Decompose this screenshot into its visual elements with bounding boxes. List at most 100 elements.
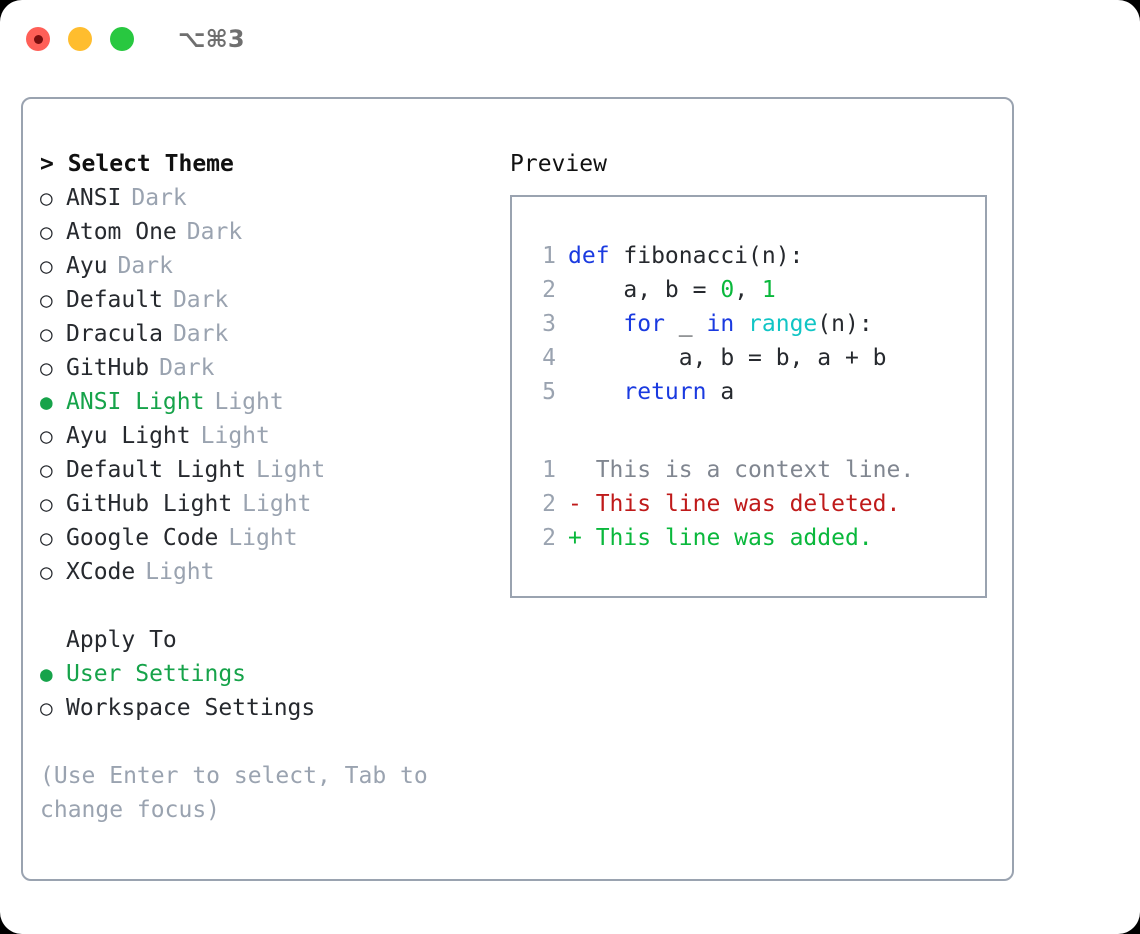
code-token: range (748, 311, 818, 337)
code-token: , (734, 277, 762, 303)
radio-unselected-icon: ○ (40, 492, 53, 516)
maximize-window-button[interactable] (110, 27, 134, 51)
spacer (40, 725, 510, 759)
apply-to-item[interactable]: ●User Settings (40, 657, 510, 691)
code-line: 2 a, b = 0, 1 (530, 273, 985, 307)
apply-to-label: Apply To (66, 627, 177, 653)
theme-variant-badge: Light (145, 559, 215, 585)
code-token (568, 379, 623, 405)
theme-name: Dracula (66, 321, 163, 347)
preview-header: Preview (510, 151, 607, 177)
code-token: _ (664, 311, 707, 337)
line-number: 2 (542, 277, 556, 303)
diff-sign: + (568, 525, 582, 551)
line-number: 1 (542, 243, 556, 269)
code-token: (n): (817, 311, 873, 337)
code-token: a, b = (568, 277, 721, 303)
minimize-window-button[interactable] (68, 27, 92, 51)
line-number: 4 (542, 345, 556, 371)
code-token: in (706, 311, 735, 337)
theme-variant-badge: Dark (186, 219, 243, 245)
theme-name: XCode (66, 559, 136, 585)
radio-unselected-icon: ○ (40, 322, 53, 346)
radio-unselected-icon: ○ (40, 254, 53, 278)
theme-variant-badge: Dark (172, 321, 229, 347)
code-token: fibonacci(n): (623, 243, 804, 269)
diff-sample: 1 This is a context line.2- This line wa… (530, 453, 985, 555)
code-token (734, 311, 748, 337)
code-token: 1 (761, 277, 776, 303)
spacer (530, 409, 985, 453)
code-line: 1 def fibonacci(n): (530, 239, 985, 273)
theme-list-item[interactable]: ○ Dracula Dark (40, 317, 510, 351)
theme-name: Google Code (66, 525, 219, 551)
window-controls (26, 27, 134, 51)
close-icon (33, 34, 43, 44)
diff-line: 2- This line was deleted. (530, 487, 985, 521)
code-token: for (623, 311, 665, 337)
radio-unselected-icon: ○ (40, 220, 53, 244)
theme-list-item[interactable]: ○ GitHub Light Light (40, 487, 510, 521)
theme-name: GitHub Light (66, 491, 233, 517)
line-number: 3 (542, 311, 556, 337)
theme-variant-badge: Dark (117, 253, 173, 279)
line-number: 1 (542, 457, 556, 483)
apply-to-list[interactable]: ●User Settings ○ Workspace Settings (40, 657, 510, 725)
code-token: def (568, 243, 624, 269)
code-token: a (706, 379, 735, 405)
code-token (568, 311, 623, 337)
diff-text: This line was deleted. (581, 491, 901, 517)
apply-to-name: User Settings (66, 661, 247, 687)
code-line: 3 for _ in range(n): (530, 307, 985, 341)
spacer (40, 589, 510, 623)
select-theme-header: > Select Theme (40, 151, 234, 177)
radio-unselected-icon: ○ (40, 356, 53, 380)
keyboard-shortcut-label: ⌥⌘3 (178, 25, 245, 53)
theme-variant-badge: Dark (131, 185, 187, 211)
theme-list-item[interactable]: ○ Ayu Light Light (40, 419, 510, 453)
theme-list-item[interactable]: ● ANSI Light Light (40, 385, 510, 419)
theme-name: Ayu Light (66, 423, 191, 449)
theme-name: Default Light (66, 457, 247, 483)
apply-to-item[interactable]: ○ Workspace Settings (40, 691, 510, 725)
theme-name: Default (66, 287, 163, 313)
theme-variant-badge: Light (214, 389, 284, 415)
theme-variant-badge: Light (200, 423, 270, 449)
theme-variant-badge: Light (242, 491, 312, 517)
radio-unselected-icon: ○ (40, 696, 53, 720)
diff-line: 2+ This line was added. (530, 521, 985, 555)
diff-sign: - (568, 491, 582, 517)
close-window-button[interactable] (26, 27, 50, 51)
keyboard-hint-text: (Use Enter to select, Tab to change focu… (40, 763, 428, 823)
theme-name: ANSI (66, 185, 122, 211)
code-token: return (623, 379, 707, 405)
radio-selected-icon: ● (40, 390, 53, 414)
apply-to-name: Workspace Settings (66, 695, 316, 721)
diff-sign (568, 457, 582, 483)
theme-name: ANSI Light (66, 389, 205, 415)
code-line: 5 return a (530, 375, 985, 409)
diff-line: 1 This is a context line. (530, 453, 985, 487)
radio-unselected-icon: ○ (40, 458, 53, 482)
theme-variant-badge: Dark (159, 355, 215, 381)
line-number: 5 (542, 379, 556, 405)
theme-name: Ayu (66, 253, 108, 279)
theme-list-item[interactable]: ○ Ayu Dark (40, 249, 510, 283)
radio-unselected-icon: ○ (40, 526, 53, 550)
code-token: a, b = b, a + b (568, 345, 887, 371)
code-token: 0 (720, 277, 735, 303)
diff-text: This is a context line. (581, 457, 915, 483)
radio-unselected-icon: ○ (40, 424, 53, 448)
theme-variant-badge: Dark (172, 287, 229, 313)
